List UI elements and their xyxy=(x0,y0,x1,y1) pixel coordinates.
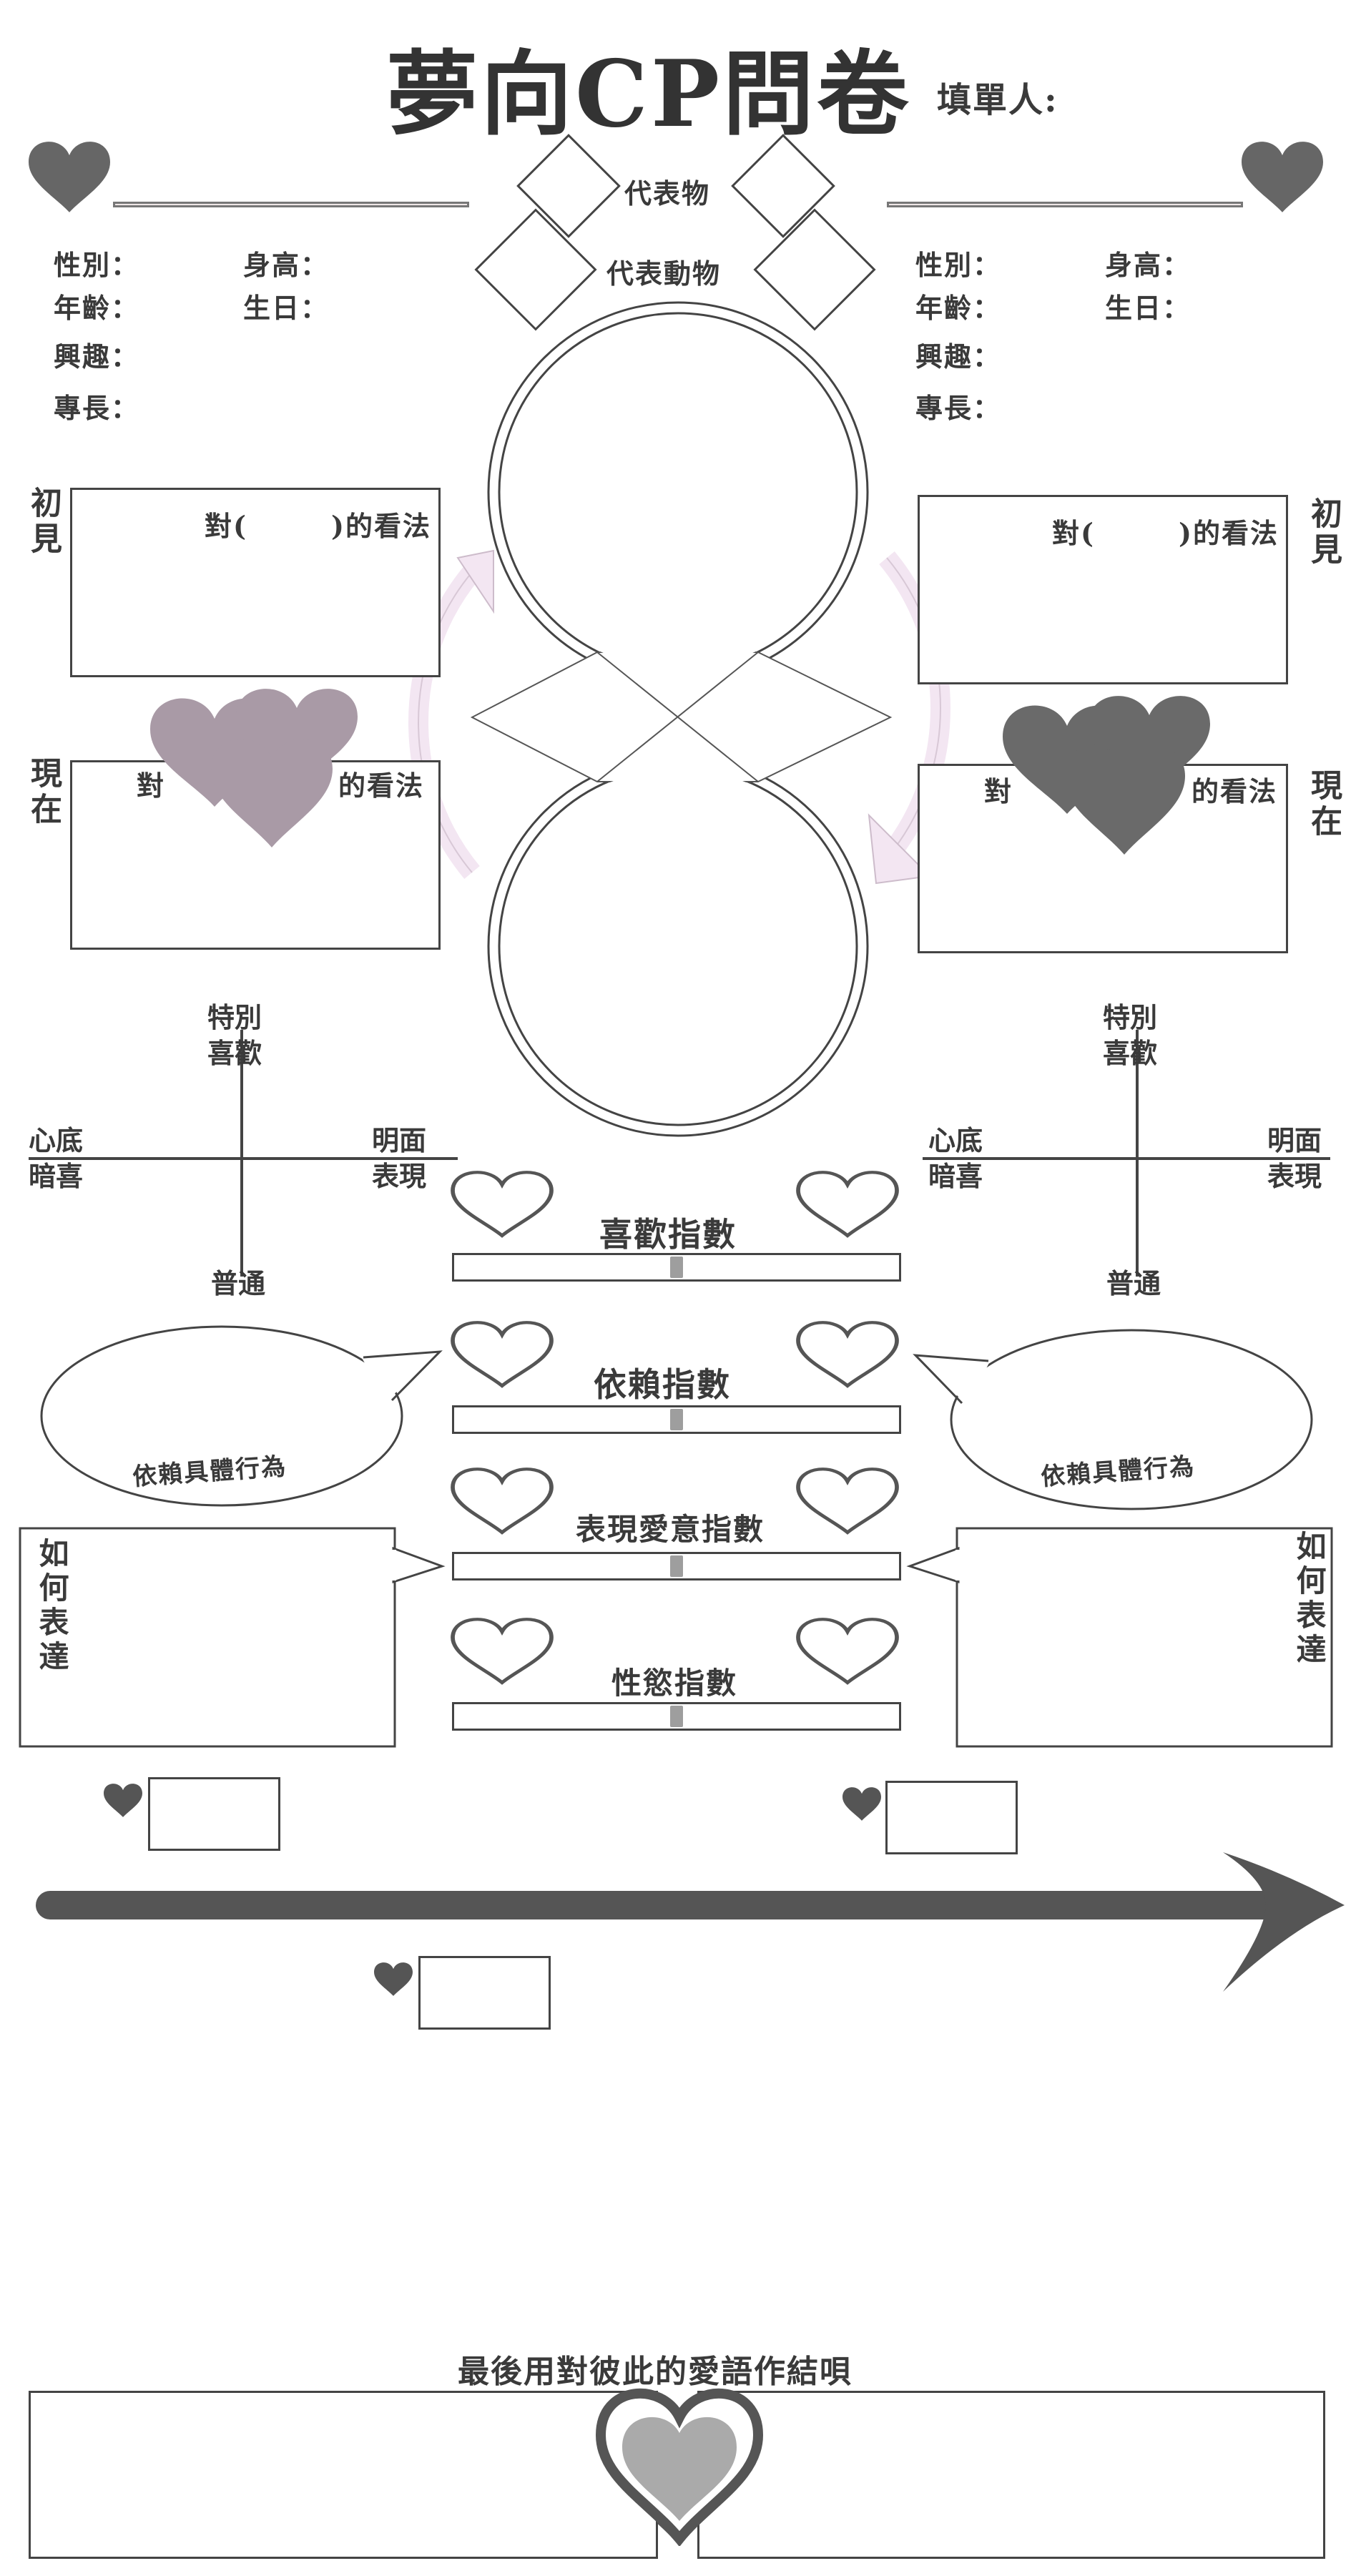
name-line-right[interactable] xyxy=(887,202,1243,207)
filler-label: 填單人: xyxy=(937,80,1058,120)
dependence-index-slider[interactable] xyxy=(670,1409,683,1430)
express-index-label: 表現愛意指數 xyxy=(576,1512,765,1547)
express-index-slider[interactable] xyxy=(670,1555,683,1577)
center-diamond-frame xyxy=(470,652,893,782)
express-label-right: 如何表達 xyxy=(1292,1530,1327,1668)
age-label-right: 年齡： xyxy=(915,292,1002,324)
pink-arrow-right xyxy=(868,813,932,885)
quadrant-bottom-left: 普通 xyxy=(211,1267,266,1299)
express-label-left: 如何表達 xyxy=(34,1538,69,1675)
libido-index-slider[interactable] xyxy=(670,1706,683,1727)
quadrant-top-left: 特別 喜歡 xyxy=(207,1001,262,1069)
timeline-box-3[interactable] xyxy=(418,1956,551,2030)
express-box-left[interactable] xyxy=(20,1528,395,1746)
birthday-label-right: 生日： xyxy=(1105,292,1192,324)
heart-icon-top-right xyxy=(1242,142,1323,212)
dependence-ellipse-left[interactable] xyxy=(43,1323,401,1502)
quadrant-rightside-left: 明面 表現 xyxy=(372,1124,427,1192)
age-label-left: 年齡： xyxy=(54,292,140,324)
diamond-frame-animal-right xyxy=(753,208,876,331)
quadrant-bottom-right: 普通 xyxy=(1106,1267,1161,1299)
height-label-left: 身高： xyxy=(243,249,330,281)
love-words-label: 最後用對彼此的愛語作結唄 xyxy=(458,2354,853,2390)
opinion-open: 對( xyxy=(205,510,247,542)
first-meet-label-left: 初見 xyxy=(25,486,62,558)
heart-outline-icon xyxy=(453,1172,551,1235)
gender-label-left: 性別： xyxy=(54,249,140,281)
hobby-label-right: 興趣： xyxy=(915,340,1002,373)
representative-item-label: 代表物 xyxy=(624,177,711,210)
diamond-frame-item-left xyxy=(516,134,621,238)
heart-cluster-left xyxy=(150,689,358,847)
express-box-right[interactable] xyxy=(957,1528,1332,1746)
libido-index-label: 性慾指數 xyxy=(611,1666,738,1701)
dependence-index-label: 依賴指數 xyxy=(594,1365,731,1404)
gender-label-right: 性別： xyxy=(915,249,1002,281)
quadrant-top-right: 特別 喜歡 xyxy=(1103,1001,1158,1069)
express-index-bar[interactable] xyxy=(452,1552,901,1580)
timeline-box-1[interactable] xyxy=(148,1777,280,1851)
dependence-ellipse-right[interactable] xyxy=(955,1330,1312,1509)
specialty-label-left: 專長： xyxy=(54,392,140,424)
hobby-label-left: 興趣： xyxy=(54,340,140,373)
libido-index-bar[interactable] xyxy=(452,1702,901,1731)
heart-cluster-right xyxy=(1003,696,1210,855)
heart-icon-top-left xyxy=(28,142,110,212)
specialty-label-right: 專長： xyxy=(915,392,1002,424)
first-meet-box-right[interactable]: 對( )的看法 xyxy=(918,495,1288,684)
now-label-left: 現在 xyxy=(25,757,62,828)
quadrant-rightside-right: 明面 表現 xyxy=(1267,1124,1322,1192)
like-index-label: 喜歡指數 xyxy=(599,1215,737,1254)
quadrant-leftside-right: 心底 暗喜 xyxy=(928,1124,983,1192)
first-meet-label-right: 初見 xyxy=(1305,497,1342,569)
representative-animal-label: 代表動物 xyxy=(606,257,722,290)
like-index-slider[interactable] xyxy=(670,1257,683,1278)
page-title: 夢向CP問卷 xyxy=(386,41,912,148)
like-index-bar[interactable] xyxy=(452,1253,901,1282)
diamond-frame-animal-left xyxy=(474,208,597,331)
opinion-close: )的看法 xyxy=(331,510,431,542)
timeline-box-2[interactable] xyxy=(885,1781,1018,1854)
height-label-right: 身高： xyxy=(1105,249,1192,281)
love-words-box-right[interactable] xyxy=(697,2391,1325,2559)
heart-icon-footer xyxy=(595,2388,764,2546)
diamond-frame-item-right xyxy=(731,134,835,238)
birthday-label-left: 生日： xyxy=(243,292,330,324)
now-label-right: 現在 xyxy=(1305,769,1342,840)
quadrant-leftside-left: 心底 暗喜 xyxy=(29,1124,84,1192)
love-words-box-left[interactable] xyxy=(29,2391,658,2559)
name-line-left[interactable] xyxy=(113,202,469,207)
first-meet-box-left[interactable]: 對( )的看法 xyxy=(70,488,441,677)
dependence-index-bar[interactable] xyxy=(452,1405,901,1434)
pink-arrow-left xyxy=(456,549,494,614)
